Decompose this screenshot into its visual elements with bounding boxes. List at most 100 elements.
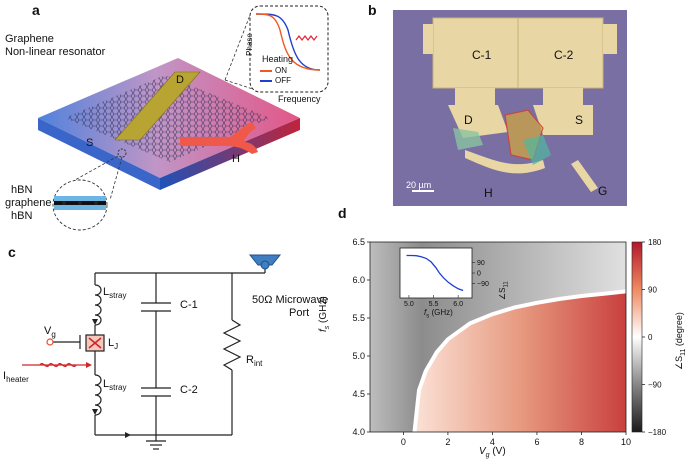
d-ylabel-main: f	[318, 329, 329, 332]
optical-micrograph	[393, 10, 627, 206]
inset-s11-line	[406, 254, 464, 292]
label-b-S: S	[575, 113, 584, 127]
Rint-sub: int	[253, 359, 263, 369]
inset-ylabel: ∠S11	[498, 281, 510, 300]
graphene-device-illustration	[38, 5, 329, 231]
legend-off: OFF	[260, 76, 291, 85]
colorbar-label-main: ∠S	[674, 355, 684, 370]
inset-y-tick-label: −90	[477, 281, 489, 288]
label-Lstray-bottom: Lstray	[103, 378, 126, 392]
d-xlabel: Vg (V)	[479, 446, 506, 459]
label-Rint: Rint	[246, 354, 262, 368]
legend-off-swatch	[260, 79, 272, 82]
x-tick-label: 4	[490, 437, 495, 447]
inset-y-tick-label: 90	[477, 260, 485, 267]
inset-ylabel-phase: Phase	[244, 33, 254, 56]
panel-a-title-line2: Non-linear resonator	[5, 46, 106, 58]
inset-xlabel: fs (GHz)	[424, 308, 453, 320]
label-C2: C-2	[554, 48, 574, 62]
y-tick-label: 6.5	[352, 237, 365, 247]
d-xlabel-sub: g	[485, 452, 490, 459]
Vg-main: V	[44, 325, 52, 337]
Lstray-bottom-sub: stray	[109, 383, 127, 393]
inset-y-tick-label: 0	[477, 271, 481, 278]
legend-on: ON	[260, 66, 287, 75]
heating-glow	[295, 35, 318, 41]
x-tick-label: 10	[621, 437, 631, 447]
label-C1: C-1	[472, 48, 492, 62]
inset-x-tick-label: 6.0	[453, 301, 463, 308]
label-C2-circuit: C-2	[180, 384, 198, 396]
label-H: H	[232, 153, 240, 165]
y-tick-label: 6.0	[352, 275, 365, 285]
panel-a-letter: a	[32, 2, 40, 18]
d-ylabel: fs (GHz)	[318, 296, 331, 332]
x-tick-label: 6	[534, 437, 539, 447]
colorbar	[631, 241, 643, 433]
inset-xlabel-sub: s	[426, 313, 430, 320]
off-curve	[255, 13, 321, 71]
inset-xlabel-unit: (GHz)	[429, 308, 453, 317]
panel-a-title-line1: Graphene	[5, 33, 54, 45]
colorbar-tick-label: 0	[648, 333, 653, 342]
y-tick-label: 4.5	[352, 389, 365, 399]
port-label-line2: Port	[289, 307, 310, 319]
label-S: S	[86, 137, 94, 149]
stack-label-hbn-top: hBN	[11, 184, 33, 196]
label-LJ: LJ	[108, 337, 118, 351]
label-b-D: D	[464, 113, 473, 127]
resonance-curve	[412, 289, 626, 432]
inset-xlabel-frequency: Frequency	[278, 94, 321, 104]
Lstray-top-main: L	[103, 286, 110, 298]
label-Vg: Vg	[44, 325, 56, 339]
colorbar-tick-label: 90	[648, 286, 657, 295]
LJ-sub: J	[114, 342, 119, 352]
inset-ylabel-sub: 11	[503, 281, 510, 288]
colorbar-label: ∠S11 (degree)	[674, 312, 685, 370]
LJ-main: L	[108, 337, 115, 349]
on-curve	[255, 13, 321, 71]
port-label-line1: 50Ω Microwave	[252, 294, 329, 306]
legend-off-label: OFF	[275, 76, 291, 85]
heater-electrode	[180, 122, 258, 154]
y-tick-label: 5.5	[352, 313, 365, 323]
label-C1-circuit: C-1	[180, 299, 198, 311]
y-tick-label: 5.0	[352, 351, 365, 361]
colorbar-label-unit: (degree)	[674, 312, 684, 349]
label-Lstray-top: Lstray	[103, 286, 126, 300]
inset-xlabel-main: f	[424, 308, 427, 317]
panel-c-letter: c	[8, 244, 16, 260]
Rint-main: R	[246, 354, 254, 366]
stack-label-graphene: graphene	[5, 197, 52, 209]
inset-legend-title: Heating	[262, 54, 294, 64]
colorbar-tick-label: −90	[648, 381, 662, 390]
d-ylabel-sub: s	[324, 325, 331, 330]
Lstray-bottom-main: L	[103, 378, 110, 390]
Iheater-sub: heater	[6, 375, 29, 385]
panel-b-letter: b	[368, 2, 377, 18]
substrate-side-left	[38, 118, 160, 190]
label-b-G: G	[598, 184, 608, 198]
panel-d-letter: d	[338, 205, 347, 221]
Lstray-top-sub: stray	[109, 291, 127, 301]
label-b-H: H	[484, 186, 493, 200]
stack-label-hbn-bottom: hBN	[11, 210, 33, 222]
inset-x-tick-label: 5.5	[429, 301, 439, 308]
legend-on-label: ON	[275, 66, 287, 75]
label-D: D	[176, 74, 184, 86]
drain-electrode	[114, 71, 201, 141]
d-xlabel-unit: (V)	[489, 446, 506, 457]
y-tick-label: 4.0	[352, 427, 365, 437]
substrate-side-right	[160, 118, 300, 190]
scalebar-label: 20 µm	[406, 180, 432, 190]
inset-ylabel-main: ∠S	[498, 287, 507, 300]
Vg-sub: g	[51, 330, 56, 340]
y-axis-ticks: 4.0 4.5 5.0 5.5 6.0 6.5	[352, 237, 370, 437]
d-xlabel-main: V	[479, 446, 486, 457]
heater-coil	[39, 362, 77, 368]
x-tick-label: 0	[401, 437, 406, 447]
label-Iheater: Iheater	[3, 370, 29, 384]
